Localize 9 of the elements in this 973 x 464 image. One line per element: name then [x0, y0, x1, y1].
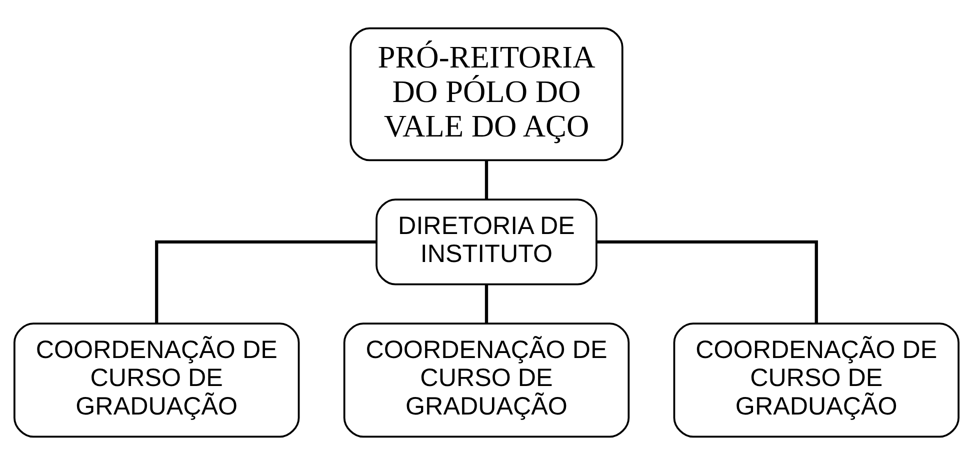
- connector: [155, 240, 376, 324]
- node-box: DIRETORIA DE INSTITUTO: [376, 198, 598, 285]
- node-box: PRÓ-REITORIA DO PÓLO DO VALE DO AÇO: [350, 26, 624, 161]
- connector: [484, 284, 488, 323]
- node-box: COORDENAÇÃO DE CURSO DE GRADUAÇÃO: [14, 322, 300, 438]
- connector: [484, 160, 488, 199]
- connector: [596, 240, 818, 324]
- node-box: COORDENAÇÃO DE CURSO DE GRADUAÇÃO: [673, 322, 960, 438]
- node-box: COORDENAÇÃO DE CURSO DE GRADUAÇÃO: [343, 322, 630, 438]
